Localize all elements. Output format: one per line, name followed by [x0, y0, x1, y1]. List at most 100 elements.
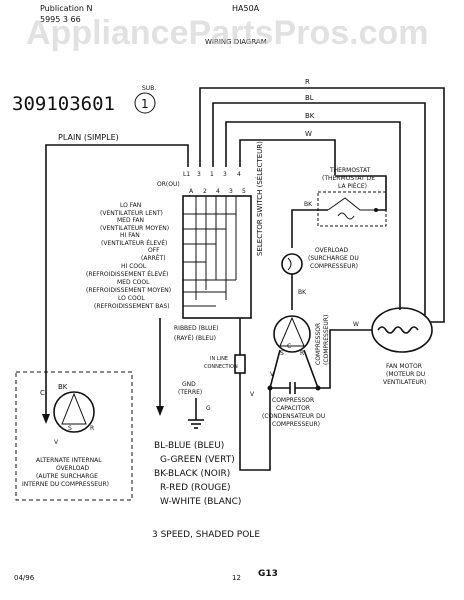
terre-label: (TERRE): [178, 389, 202, 396]
compressor-terminal-c: C: [287, 343, 291, 350]
model-number: HA50A: [232, 4, 260, 13]
footer-date: 04/96: [14, 574, 35, 582]
fan-motor-label-2: (MOTEUR DU: [386, 371, 425, 378]
selector-switch-contacts: [183, 196, 237, 307]
fan-w-label: W: [353, 321, 359, 328]
svg-text:(REFROIDISSEMENT ÉLEVÉ): (REFROIDISSEMENT ÉLEVÉ): [86, 270, 168, 278]
compressor-terminal-s: S: [280, 350, 284, 357]
overload-label-3: COMPRESSEUR): [310, 263, 358, 270]
svg-text:MED COOL: MED COOL: [117, 279, 150, 286]
alt-terminal-s: S: [68, 425, 72, 432]
capacitor-label-1: COMPRESSOR: [272, 397, 314, 404]
switch-positions: LO FAN (VENTILATEUR LENT) MED FAN (VENTI…: [86, 202, 171, 310]
ribbed-label: RIBBED (BLUE): [174, 325, 219, 332]
compressor-fr-label: (COMPRESSEUR): [323, 315, 330, 365]
alt-overload-label-2: OVERLOAD: [56, 465, 90, 472]
thermostat-label-1: THERMOSTAT: [329, 167, 371, 174]
publication-number: 5995 3 66: [40, 15, 81, 24]
svg-text:HI COOL: HI COOL: [121, 263, 147, 270]
svg-text:G-GREEN (VERT): G-GREEN (VERT): [160, 455, 235, 465]
terminal-letter-4: 4: [216, 188, 220, 195]
wire-label-r: R: [305, 78, 310, 86]
caption: 3 SPEED, SHADED POLE: [152, 530, 260, 540]
svg-text:HI FAN: HI FAN: [120, 232, 140, 239]
terminal-letter-2: 2: [203, 188, 207, 195]
selector-switch-box: [182, 195, 252, 319]
terminal-3a: 3: [197, 171, 201, 178]
in-line-label-2: CONNECTION: [204, 364, 238, 370]
fan-motor-label-3: VENTILATEUR): [383, 379, 426, 386]
compressor-r-wire: [303, 349, 319, 389]
svg-text:BK-BLACK (NOIR): BK-BLACK (NOIR): [154, 469, 230, 479]
svg-text:OFF: OFF: [148, 247, 160, 254]
top-wires: [199, 87, 445, 323]
thermostat-contact: [327, 197, 376, 211]
part-number: 309103601: [12, 93, 115, 115]
capacitor-label-2: CAPACITOR: [276, 405, 310, 412]
svg-text:(VENTILATEUR ÉLEVÉ): (VENTILATEUR ÉLEVÉ): [101, 239, 167, 247]
plain-wire: [45, 144, 189, 420]
terminal-l1: L1: [183, 171, 190, 178]
compressor-label: COMPRESSOR: [315, 323, 322, 365]
terminal-3b: 3: [223, 171, 227, 178]
overload-wire: [291, 209, 300, 248]
footer-page: 12: [232, 574, 241, 582]
alt-terminal-r: R: [90, 425, 94, 432]
sub-circle: [134, 92, 156, 114]
watermark: AppliancePartsPros.com: [26, 14, 428, 52]
capacitor-v-label: V: [270, 371, 275, 378]
terminal-letter-a: A: [189, 188, 194, 195]
svg-text:(REFROIDISSEMENT MOYEN): (REFROIDISSEMENT MOYEN): [86, 287, 171, 294]
sub-number: 1: [141, 97, 149, 111]
svg-text:(ARRÊT): (ARRÊT): [141, 254, 166, 262]
bottom-v-label: V: [250, 391, 255, 398]
footer-code: G13: [258, 569, 278, 579]
terminal-letter-3: 3: [229, 188, 233, 195]
capacitor-label-4: COMPRESSEUR): [272, 421, 320, 428]
in-line-label-1: IN LINE: [210, 356, 228, 362]
overload-label-2: (SURCHARGE DU: [308, 255, 359, 262]
raye-label: (RAYÉ) (BLEU): [174, 334, 216, 342]
plain-arrow: [42, 414, 50, 424]
overload-bk-label: BK: [298, 289, 307, 296]
compressor-symbol: [273, 315, 311, 353]
svg-text:(VENTILATEUR LENT): (VENTILATEUR LENT): [100, 210, 163, 217]
svg-text:LO COOL: LO COOL: [118, 295, 145, 302]
fan-w-wire: [318, 329, 372, 389]
svg-text:R-RED (ROUGE): R-RED (ROUGE): [160, 483, 230, 493]
fan-motor-label-1: FAN MOTOR: [386, 363, 422, 370]
thermostat-bk-label: BK: [304, 201, 313, 208]
svg-text:BL-BLUE (BLEU): BL-BLUE (BLEU): [154, 441, 224, 451]
publication-label: Publication N: [40, 4, 92, 13]
capacitor-label-3: (CONDENSATEUR DU: [262, 413, 325, 420]
svg-text:MED FAN: MED FAN: [117, 217, 144, 224]
overload-symbol: [281, 253, 303, 275]
svg-text:(VENTILATEUR MOYEN): (VENTILATEUR MOYEN): [100, 225, 169, 232]
compressor-terminal-r: R: [300, 350, 304, 357]
thermostat-label-3: LA PIÈCE): [338, 182, 367, 190]
terminal-1: 1: [210, 171, 214, 178]
alt-overload-label-1: ALTERNATE INTERNAL: [36, 457, 102, 464]
gnd-label: GND: [182, 381, 196, 388]
svg-text:(REFROIDISSEMENT BAS): (REFROIDISSEMENT BAS): [94, 303, 170, 310]
overload-label-1: OVERLOAD: [315, 247, 349, 254]
sub-label: SUB.: [142, 85, 156, 92]
thermostat-bulb: [337, 212, 355, 220]
alt-terminal-bk: BK: [58, 383, 68, 391]
wire-color-legend: BL-BLUE (BLEU) G-GREEN (VERT) BK-BLACK (…: [154, 441, 241, 507]
svg-text:W-WHITE (BLANC): W-WHITE (BLANC): [160, 497, 241, 507]
gnd-wire-label: G: [206, 405, 211, 412]
or-label: OR(OU): [157, 181, 180, 188]
alternate-overload-symbol: [53, 391, 95, 433]
wire-label-w: W: [305, 130, 312, 138]
svg-text:LO FAN: LO FAN: [120, 202, 141, 209]
alt-overload-label-4: INTERNE DU COMPRESSEUR): [22, 481, 109, 488]
terminal-letter-5: 5: [242, 188, 246, 195]
in-line-wire-bottom: [239, 373, 271, 471]
thermostat-wire-w: [335, 175, 387, 211]
sheet-title: WIRING DIAGRAM: [205, 38, 267, 46]
selector-switch-label: SELECTOR SWITCH (SÉLECTEUR): [255, 141, 264, 256]
alt-overload-label-3: (AUTRE SURCHARGE: [36, 473, 98, 480]
